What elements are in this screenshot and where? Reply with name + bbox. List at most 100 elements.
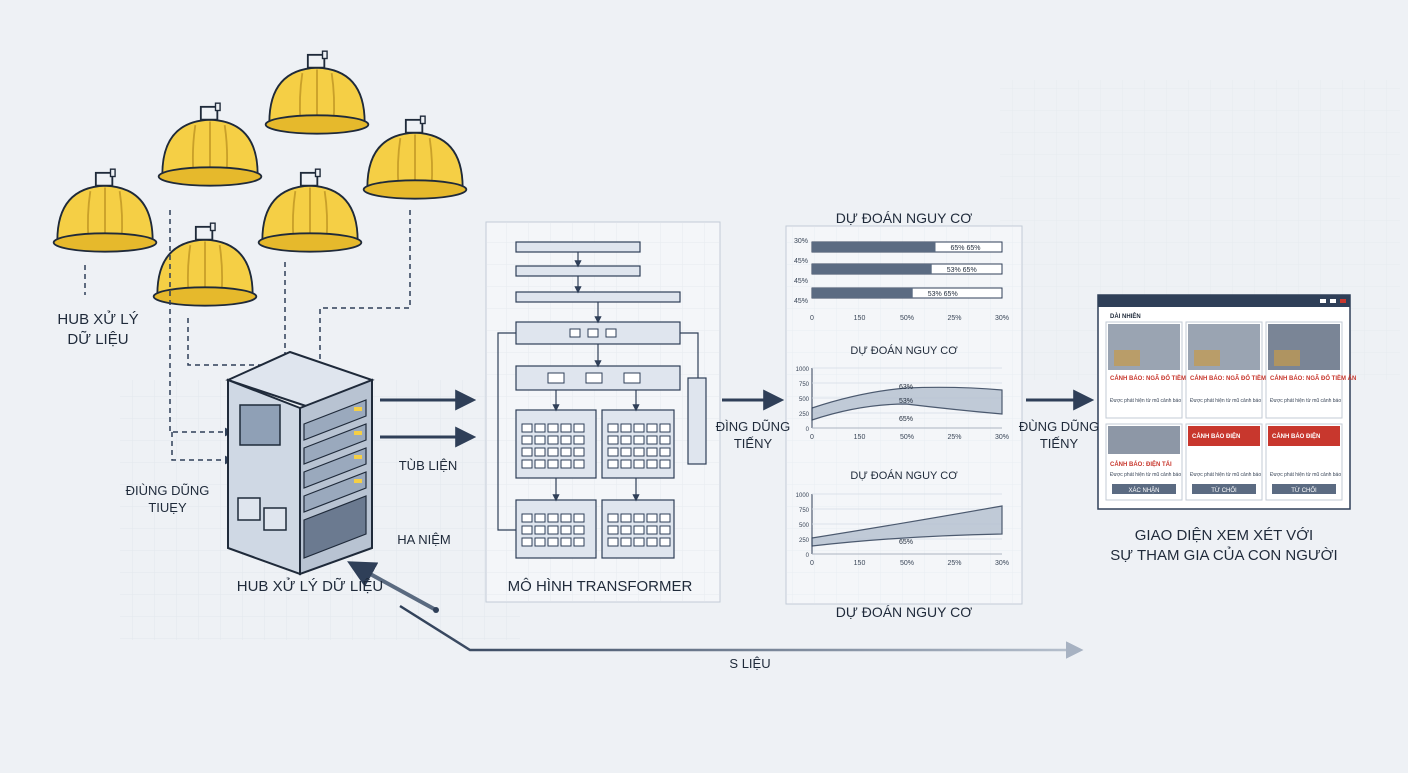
transformer-cell [607,537,619,547]
transformer-cell [573,423,585,433]
review-card-button-label: TỪ CHỐI [1211,487,1237,494]
transformer-cell [560,513,572,523]
line-chart-2-x-tick: 0 [810,560,814,567]
transformer-cell [560,537,572,547]
transformer-panel [485,221,721,603]
transformer-cell [620,513,632,523]
line-chart-1-x-tick: 150 [854,434,866,441]
bar [812,242,936,252]
bar-data-label: 53% 65% [947,267,977,274]
transformer-cell [521,459,533,469]
bar-category-label: 45% [794,278,808,285]
review-card-button-label: TỪ CHỐI [1291,487,1317,494]
review-card-title: CẢNH BÁO ĐIỆN [1272,432,1320,440]
line-chart-1-x-tick: 30% [995,434,1009,441]
transformer-cell [607,525,619,535]
feedback-arrow-to-hub [347,561,437,612]
transformer-cell [573,447,585,457]
bar-x-tick: 50% [900,315,914,322]
transformer-cell [607,435,619,445]
bar-x-tick: 25% [947,315,961,322]
review-card-body: Được phát hiện từ mũ cảnh báo [1270,472,1341,478]
arrow2-line2: TIẾNY [733,436,773,451]
reject-button[interactable]: TỪ CHỐI [1192,484,1256,494]
line-chart-2-x-tick: 150 [854,560,866,567]
transformer-cell [521,525,533,535]
transformer-cell [620,459,632,469]
transformer-cell [646,513,658,523]
transformer-cell [534,447,546,457]
line-chart-1-band [811,386,1003,421]
line-chart-1-y-tick: 1000 [796,367,810,373]
transformer-cell [607,513,619,523]
transformer-cell [646,423,658,433]
arrow3-label: ĐÙNG DŨNG TIẾNY [1014,418,1104,452]
helmet-5 [257,168,363,253]
transformer-cell [646,435,658,445]
transformer-cell [633,447,645,457]
helmet-3 [264,50,370,135]
transformer-cell [573,537,585,547]
helmet-1 [52,168,158,253]
transformer-cell [659,435,671,445]
bar-data-label: 65% 65% [951,245,981,252]
transformer-cell [646,447,658,457]
hub-main-label: HUB XỬ LÝ DỮ LIỆU [236,578,384,595]
hub-left-line1: HUB XỬ LÝ [57,311,139,328]
line-chart-1-x-tick: 0 [810,434,814,441]
helmet-2 [157,102,263,187]
line-chart-1-annotation: 63% [899,384,913,391]
transformer-cell [620,423,632,433]
review-card-title: CẢNH BÁO ĐIỆN [1192,432,1240,440]
bar [812,288,913,298]
transformer-cell [547,459,559,469]
transformer-cell [534,459,546,469]
helmet-4 [362,115,468,200]
review-card-body: Được phát hiện từ mũ cảnh báo [1110,472,1181,478]
bar-x-tick: 0 [810,315,814,322]
review-card-alert-bar [1268,426,1340,446]
ha-niem-label: HA NIỆM [397,532,451,547]
confirm-button[interactable]: XÁC NHẬN [1112,484,1176,494]
transformer-cell [534,537,546,547]
transformer-cell [560,435,572,445]
review-card-title: CẢNH BÁO: NGÃ ĐỔ TIỀM ẨN [1190,375,1276,382]
feedback-line [399,604,1084,659]
review-card-photo [1108,426,1180,454]
transformer-cell [646,525,658,535]
arrow3-line1: ĐÙNG DŨNG [1018,419,1100,434]
review-card-title: CẢNH BÁO: ĐIỆN TẢI [1110,460,1172,468]
bar [812,264,932,274]
review-card-photo-detail [1114,350,1140,366]
bar-category-label: 45% [794,298,808,305]
arrow3-line2: TIẾNY [1039,436,1079,451]
review-card-title: CẢNH BÁO: NGÃ ĐỔ TIỀM ẨN [1270,375,1356,382]
line-chart-1-y-tick: 750 [799,382,810,388]
transformer-cell [534,513,546,523]
line-chart-2-x-tick: 25% [947,560,961,567]
side-left-line1: ĐIÙNG DŨNG [125,483,210,498]
line-chart-1-x-tick: 25% [947,434,961,441]
transformer-cell [521,435,533,445]
line-chart-2-title: DỰ ĐOÁN NGUY CƠ [850,469,958,482]
line-chart-1-y-tick: 500 [799,397,810,403]
review-card-photo-detail [1274,350,1300,366]
transformer-cell [607,423,619,433]
transformer-cell [573,459,585,469]
arrow2-line1: ĐÌNG DŨNG [715,419,791,434]
reject-button[interactable]: TỪ CHỐI [1272,484,1336,494]
hub-left-label: HUB XỬ LÝ DỮ LIỆU [48,310,148,350]
line-chart-1-annotation: 53% [899,398,913,405]
transformer-cell [521,537,533,547]
line-chart-1-y-tick: 0 [806,427,810,433]
transformer-cell [659,447,671,457]
transformer-cell [659,513,671,523]
side-left-label: ĐIÙNG DŨNG TIUẸY [115,482,220,516]
transformer-cell [659,423,671,433]
review-card-button-label: XÁC NHẬN [1128,487,1159,494]
line-chart-2-band [811,505,1003,547]
transformer-cell [560,423,572,433]
review-card-button-bg [1272,484,1336,494]
